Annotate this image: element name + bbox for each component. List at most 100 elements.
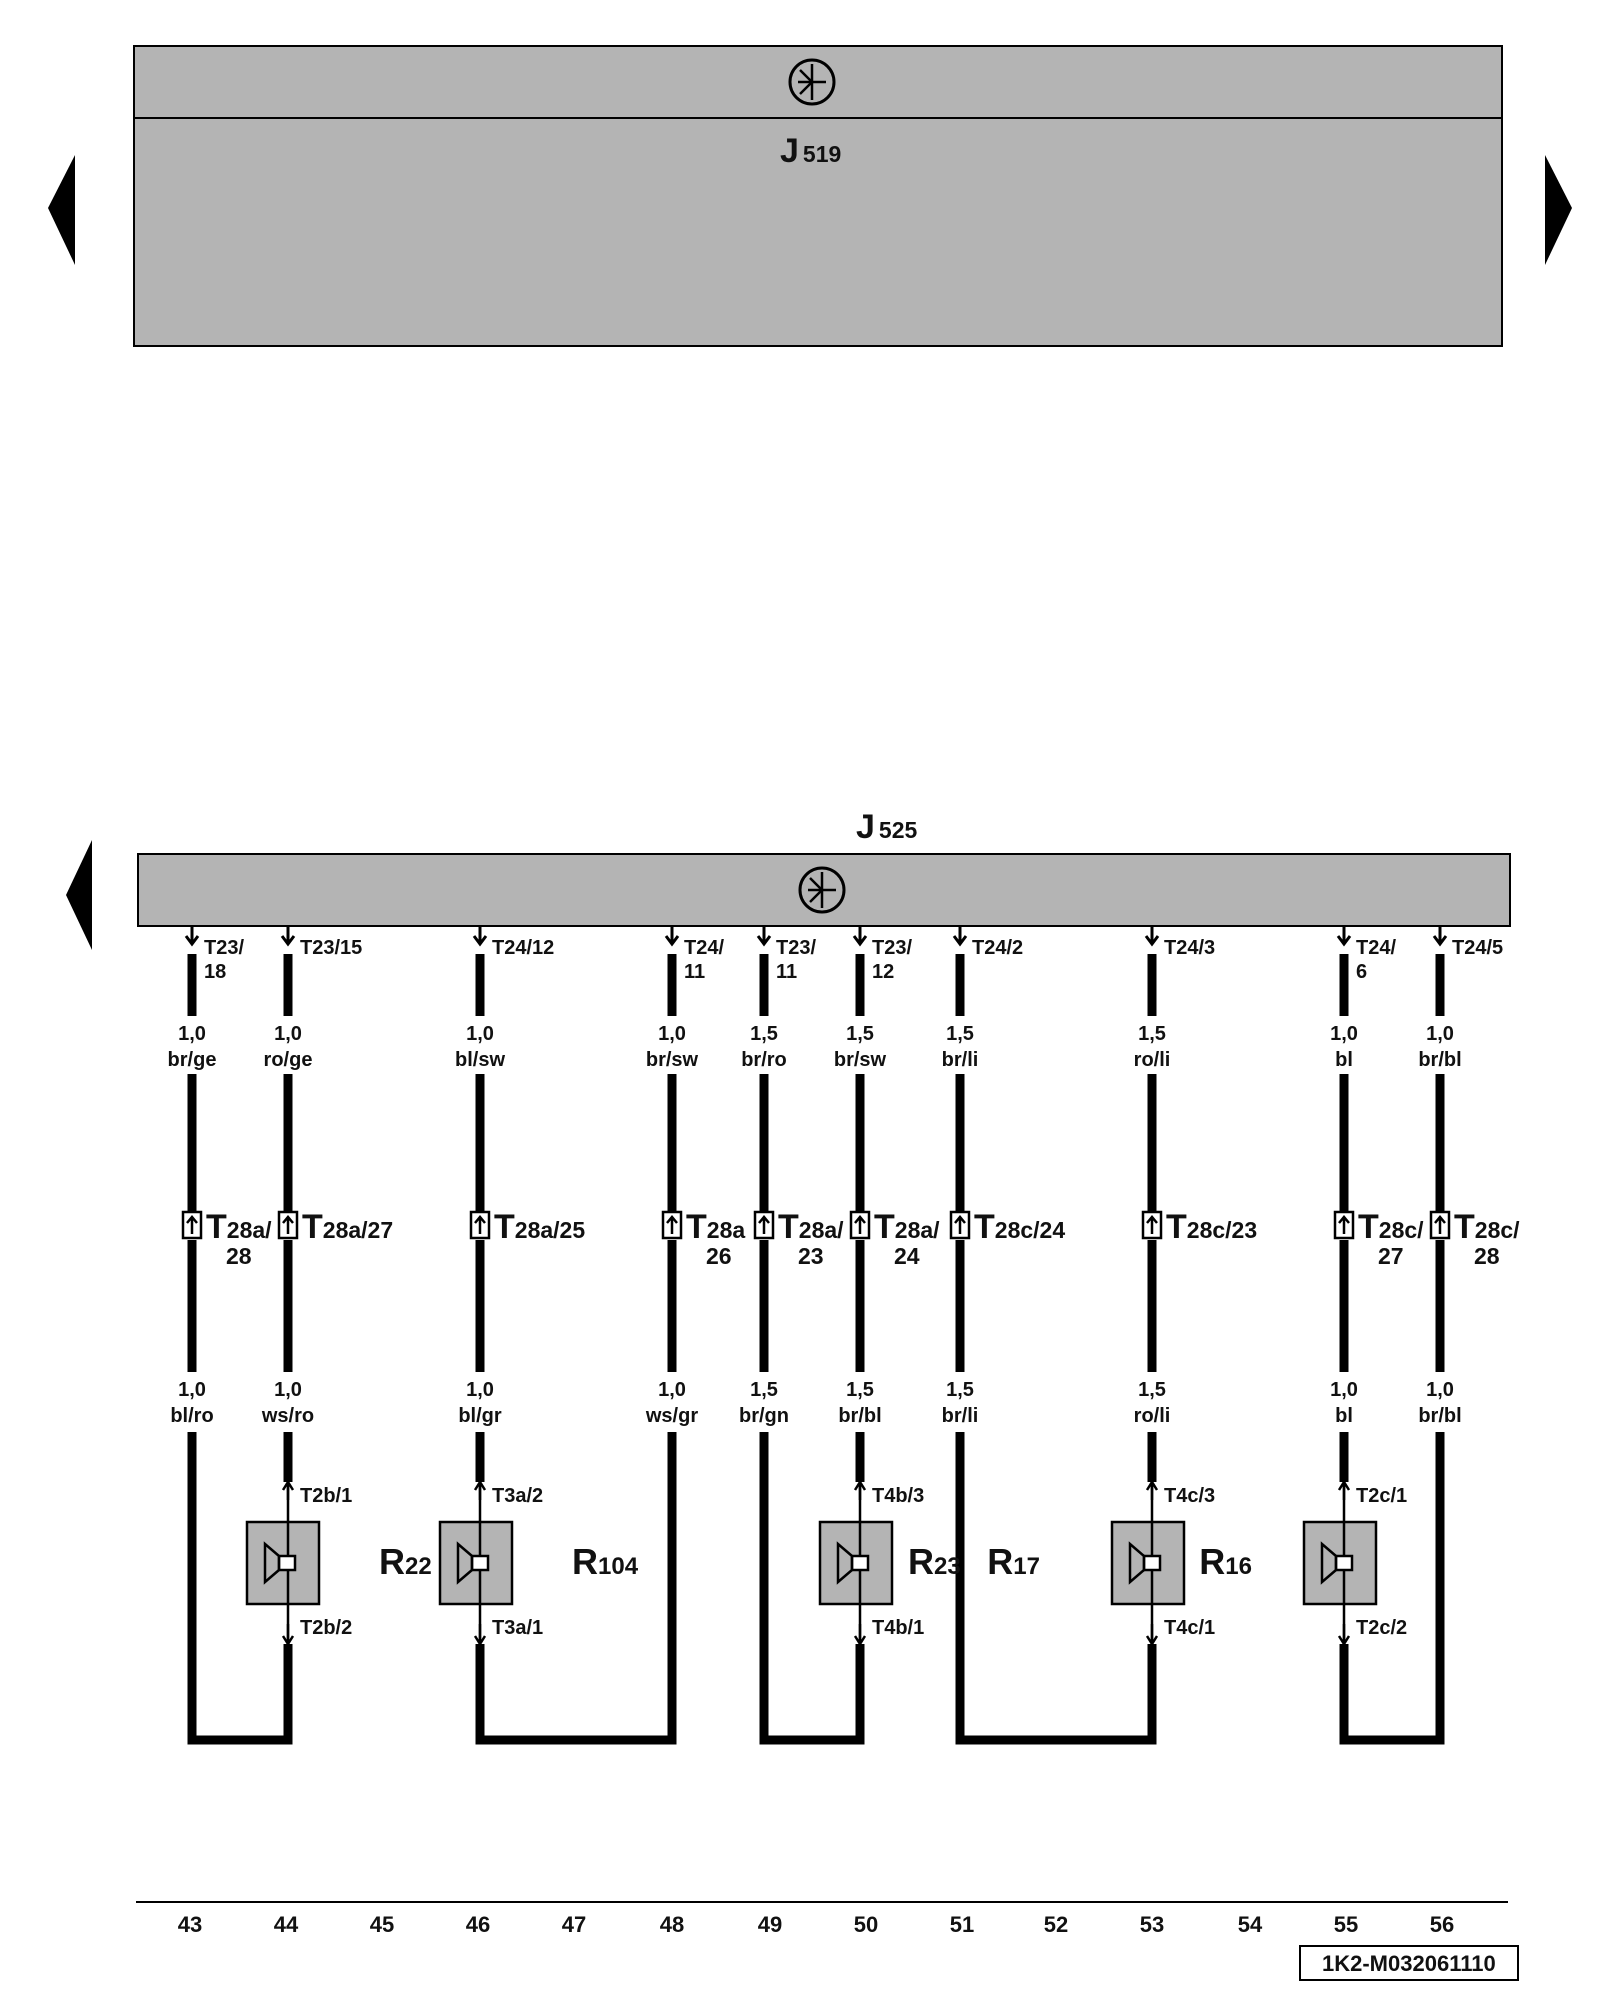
- top-pin-label: 12: [872, 961, 894, 983]
- speaker-icon: [470, 1554, 490, 1572]
- speaker-label: R17: [987, 1541, 1040, 1582]
- wire-spec-upper: bl: [1335, 1049, 1353, 1071]
- top-pin-label: T24/5: [1452, 937, 1503, 959]
- ruler-number: 48: [660, 1912, 684, 1937]
- wire-return-loop: [1339, 1700, 1445, 1745]
- top-pin-label: T23/: [776, 937, 816, 959]
- speaker-box: [1110, 1520, 1186, 1606]
- diagram-id-box: [1299, 1945, 1519, 1981]
- pin-arrow-icon: [1145, 1624, 1159, 1647]
- pin-arrow-icon: [473, 1624, 487, 1647]
- speaker-pin-top: T4b/3: [872, 1485, 924, 1507]
- speaker-pin-top: T4c/3: [1164, 1485, 1215, 1507]
- connector-label: T28a/: [778, 1208, 844, 1246]
- connector-label: T28c/24: [974, 1208, 1065, 1246]
- connector-label: T28a: [686, 1208, 745, 1246]
- wire-spec-upper: ro/ge: [264, 1049, 313, 1071]
- connector-pin: 24: [894, 1243, 920, 1269]
- wire-spec-upper: 1,5: [750, 1023, 778, 1045]
- speaker-label: R23: [908, 1541, 961, 1582]
- ruler-number: 44: [274, 1912, 299, 1937]
- speaker-cone-icon: [1320, 1541, 1338, 1585]
- ruler-number: 47: [562, 1912, 586, 1937]
- next-page-arrow-icon[interactable]: [1545, 155, 1572, 265]
- previous-page-arrow-icon-lower[interactable]: [66, 840, 92, 950]
- wire-spec-upper: br/bl: [1418, 1049, 1461, 1071]
- ruler-number: 51: [950, 1912, 974, 1937]
- top-pin-label: T23/: [872, 937, 912, 959]
- connector-label: T28a/: [874, 1208, 940, 1246]
- wire-spec-lower: ws/gr: [645, 1405, 698, 1427]
- speaker-pin-bottom: T4c/1: [1164, 1617, 1215, 1639]
- speaker-pin-top: T3a/2: [492, 1485, 543, 1507]
- wire-return-loop: [187, 1700, 293, 1745]
- wire-spec-lower: 1,0: [466, 1379, 494, 1401]
- connector-label: T28c/: [1358, 1208, 1424, 1246]
- ruler-number: 43: [178, 1912, 202, 1937]
- wire-spec-lower: bl: [1335, 1405, 1353, 1427]
- speaker-icon: [850, 1554, 870, 1572]
- connector-arrow-icon: [1338, 1215, 1350, 1234]
- connector-arrow-icon: [954, 1215, 966, 1234]
- control-unit-j519-box: [133, 45, 1503, 347]
- top-pin-label: T24/: [1356, 937, 1396, 959]
- wire-spec-upper: 1,0: [274, 1023, 302, 1045]
- pin-arrow-icon: [664, 926, 680, 947]
- connector-pin: 27: [1378, 1243, 1404, 1269]
- connector-label: T28c/23: [1166, 1208, 1257, 1246]
- connector-arrow-icon: [474, 1215, 486, 1234]
- wire-spec-upper: 1,0: [658, 1023, 686, 1045]
- wire-spec-upper: ro/li: [1134, 1049, 1171, 1071]
- pin-arrow-icon: [952, 926, 968, 947]
- connector-arrow-icon: [186, 1215, 198, 1234]
- connector-pin: 26: [706, 1243, 732, 1269]
- connector-pin: 23: [798, 1243, 824, 1269]
- speaker-cone-icon: [836, 1541, 854, 1585]
- wire-spec-lower: 1,5: [1138, 1379, 1166, 1401]
- speaker-cone-icon: [456, 1541, 474, 1585]
- ruler-number: 52: [1044, 1912, 1068, 1937]
- wire-spec-lower: 1,0: [274, 1379, 302, 1401]
- ruler-number: 53: [1140, 1912, 1164, 1937]
- wire-spec-upper: br/ro: [741, 1049, 787, 1071]
- previous-page-arrow-icon[interactable]: [48, 155, 75, 265]
- pin-arrow-icon: [1337, 1624, 1351, 1647]
- wire-spec-lower: 1,5: [750, 1379, 778, 1401]
- wire-spec-lower: br/gn: [739, 1405, 789, 1427]
- top-pin-label: 11: [776, 961, 797, 983]
- speaker-cone-icon: [1128, 1541, 1146, 1585]
- pin-arrow-icon: [1432, 926, 1448, 947]
- speaker-pin-top: T2c/1: [1356, 1485, 1407, 1507]
- wires-layer: T23/181,0br/geT28a/281,0bl/roT23/151,0ro…: [168, 926, 1520, 1745]
- wire-spec-lower: 1,0: [1330, 1379, 1358, 1401]
- pin-arrow-icon: [852, 926, 868, 947]
- wire-spec-lower: bl/gr: [458, 1405, 502, 1427]
- ruler-number: 55: [1334, 1912, 1358, 1937]
- wire-spec-lower: br/bl: [838, 1405, 881, 1427]
- wire-spec-lower: 1,0: [658, 1379, 686, 1401]
- connector-label: T28a/27: [302, 1208, 393, 1246]
- wire-spec-lower: 1,0: [178, 1379, 206, 1401]
- top-pin-label: T23/15: [300, 937, 362, 959]
- wire-spec-lower: br/li: [942, 1405, 979, 1427]
- speaker-label: R104: [572, 1541, 639, 1582]
- connector-arrow-icon: [758, 1215, 770, 1234]
- wire-spec-lower: bl/ro: [170, 1405, 213, 1427]
- top-pin-label: T24/: [684, 937, 724, 959]
- wire-spec-upper: 1,5: [946, 1023, 974, 1045]
- connector-pin: 28: [226, 1243, 252, 1269]
- pin-arrow-icon: [1144, 926, 1160, 947]
- connector-label: T28a/: [206, 1208, 272, 1246]
- speaker-pin-bottom: T4b/1: [872, 1617, 924, 1639]
